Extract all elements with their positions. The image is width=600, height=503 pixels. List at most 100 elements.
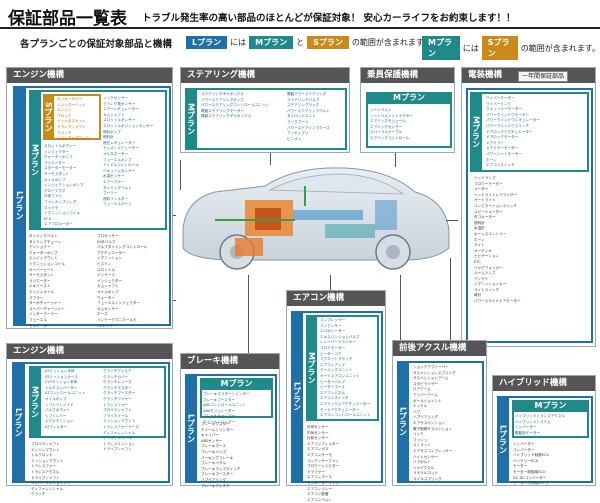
part-item: クラッチブースター [103,391,136,396]
part-item: ロアアーム [413,387,431,392]
part-item: オルタネーター [103,151,129,156]
part-item: ブロック [57,113,72,118]
part-item: ロッカーカバー [57,97,83,101]
part-item: シフトレバー [45,413,67,418]
m-plan-box [29,366,166,438]
part-item: 電子制御サスペンション [413,426,453,431]
car-illustration [182,167,450,270]
l-plan-box [397,361,484,483]
part-item: インバーター [513,442,535,446]
part-item: 日射センサー [307,436,329,441]
part-item: 内気センサー [307,430,329,435]
part-item: カムシャフト [103,112,125,117]
part-item: 燃料計 [474,220,485,225]
part-item: ブレーキキャリパー [203,414,236,419]
part-item: ピニオン [287,136,302,141]
part-item: オイルポンプ [45,396,67,401]
part-item: ボールジョイント [413,398,442,403]
part-item: コイルスプリング [413,476,442,481]
part-item: ルームランプ [474,271,496,276]
part-item: プロセッサー [97,234,119,238]
callout-line [170,215,176,216]
part-item: ウォーターポンプ [44,155,73,160]
m-plan-box [185,88,347,150]
part-item: ユニバーサルジョイント [31,481,71,486]
part-item: シートベルト [370,108,392,112]
panel-steering: ステアリング機構 Mプラン ステアリングギヤボックスパワーステアリングポンプパワ… [180,67,350,153]
part-item: エンジンマウント [29,256,58,261]
part-item: クラッチ [31,492,46,497]
part-item: ハイブリッドトランスアクスル [515,414,565,418]
part-item: ステアリングギヤボックス [201,92,245,96]
part-item: デフオイルシール [103,436,132,441]
part-item: パワーウインドウレギュレーター [486,118,540,123]
part-item: ブレーキペダル [201,461,227,466]
part-item: スーパーチャージャー [29,306,65,311]
part-item: パーキングブレーキ [201,455,234,460]
part-item: パワースライドドアモーター [474,299,521,304]
l-plan-label: Lプラン [13,86,26,326]
part-item: ハイブリッドシステム [515,419,551,424]
legend-row-l: Lプラン には Mプラン と Sプラン の範囲が含まれます。 [186,36,431,49]
part-item: コンバーター [513,447,535,452]
part-item: エアコンスイッチ [486,163,515,168]
part-item: パワーウインドウモーター [486,112,530,117]
m-items-hybrid: ハイブリッドトランスアクスルハイブリッドシステムインバーター駆動用モーター [515,414,587,436]
part-item: サーモスタット [29,273,55,278]
part-item: ファンカップリング [44,199,77,204]
part-item: エアコンリレー [307,486,333,491]
part-item: バルブボディー [45,408,70,413]
part-item: エアコンアンプ [320,362,345,367]
part-item: ラジエーター [29,278,51,283]
part-item: リヤデフォッガー [474,265,503,270]
panel-title: ステアリング機構 [181,68,349,83]
part-item: フューエルゲージ [103,202,132,207]
callout-line [400,275,401,340]
part-item: ワイパーリンク [486,101,512,106]
part-item: ステアリングラック [287,103,320,108]
part-item: ラテラルロッド [413,471,439,476]
m-items-engine1-b: ノックセンサークランク角センサーエアーレギュレーターカムシャフトスロットルセンサ… [103,96,165,208]
l-plan-label: Lプラン [497,396,509,483]
m-plan-box [306,315,379,421]
legend-s-tag: Sプラン [307,36,349,49]
part-item: ABSモジュレーター [203,408,235,413]
part-item: ブレーキマスター [201,422,230,426]
m-plan-label: Mプラン [512,400,589,412]
legend-text: には [230,38,247,47]
m-items-electrical: ワイパーモーターワイパーリンクウォッシャーモーターパワーウインドウモーターパワー… [486,96,586,169]
part-item: エキゾースト [29,284,51,289]
part-item: ハイブリッド制御ECU [513,453,550,458]
part-item: イグニッションコイル [44,211,80,216]
part-item: EGRバルブ [97,239,116,244]
part-item: エアコンフィルター [307,441,340,446]
part-item: ホーン [474,237,485,242]
part-item: CVTミッション本体 [45,380,78,385]
part-item: 水温計 [474,226,485,231]
part-item: ブレーキブースター [203,397,236,402]
part-item: スタビライザー [413,381,439,386]
part-item: トランスファーケース [103,424,139,429]
part-item: ピストン [97,261,112,266]
part-item: エアコンスイッチ [320,396,349,401]
part-item: エアーレギュレーター [103,107,139,112]
panel-title: エンジン機構 [7,68,172,83]
part-item: ドライブシャフト [103,447,132,452]
legend-l-tag: Lプラン [186,36,228,49]
part-item: エアサスペンション [413,420,446,425]
part-item: ライトスイッチ [474,287,500,292]
part-item: レシーバードライヤー [320,340,356,345]
part-item: ヒーターホース [320,385,345,390]
part-item: パワーステアリングベルト [287,108,330,113]
part-item: エアコンベルト [307,497,333,502]
part-item: リヤアクスル [413,465,435,470]
part-item: エアコンパネル [320,390,346,395]
part-item: クーリングユニット [320,368,353,373]
m-plan-label: Mプラン [29,366,41,438]
part-item: ATミッション本体 [45,369,75,373]
part-item: トランスファー [103,402,129,407]
part-item: ホイールシリンダー [201,427,234,432]
part-item: クラッチ [57,130,72,135]
